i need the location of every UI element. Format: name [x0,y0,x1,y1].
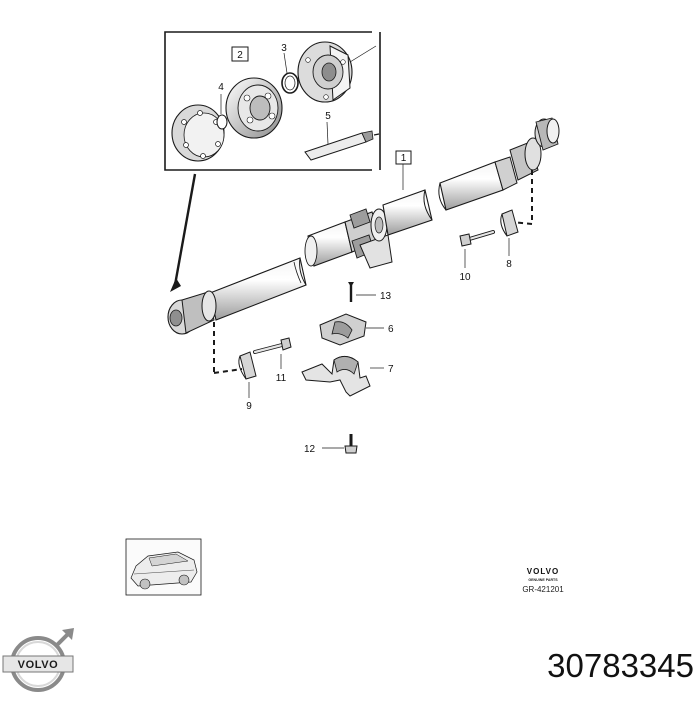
callout-5: 5 [325,111,331,122]
callout-10: 10 [459,272,471,283]
callout-3: 3 [281,43,287,54]
callout-13: 13 [380,291,392,302]
bolt-12 [322,434,358,454]
inset-frame [164,31,372,171]
drawing-code: GR-421201 [522,585,564,594]
front-tube [209,257,307,321]
end-cap [297,41,353,103]
callout-2: 2 [237,50,243,61]
grease-tube [304,121,380,161]
bolt-10 [459,230,495,268]
volvo-logo: VOLVO [2,628,74,692]
callout-12: 12 [304,444,316,455]
callout-8: 8 [506,259,512,270]
brand-block: VOLVO GENUINE PARTS GR-421201 [522,567,564,594]
half-clamp-8 [500,209,519,256]
o-ring [281,72,299,94]
inset-detail: 2 3 4 5 [164,31,381,171]
brand-name: VOLVO [527,567,559,576]
callout-7: 7 [388,364,394,375]
half-clamp-9 [238,351,257,398]
callout-11: 11 [276,373,287,384]
propeller-shaft: 1 [167,117,560,335]
part-number: 30783345 [547,647,694,684]
front-coupling [167,290,217,335]
brand-tagline: GENUINE PARTS [528,578,558,582]
rear-tube-b [439,161,504,211]
support-bracket-7 [301,356,384,397]
snap-ring [216,114,228,130]
flange-plate [171,104,225,162]
callout-1: 1 [401,153,407,164]
callout-6: 6 [388,324,394,335]
callout-box-2 [231,46,249,62]
detail-pointer-arrow [170,173,197,292]
cv-joint [225,77,283,139]
rubber-bearing-6 [319,313,384,346]
callout-9: 9 [246,401,252,412]
callout-box-1 [395,150,412,165]
rear-coupling [509,117,560,181]
callout-4: 4 [218,82,224,93]
screw-13 [348,282,376,302]
dashed-guides [213,170,533,374]
bolt-11 [253,337,292,369]
vehicle-thumbnail [125,538,202,596]
rear-tube-a [382,189,433,236]
logo-text: VOLVO [18,659,59,671]
